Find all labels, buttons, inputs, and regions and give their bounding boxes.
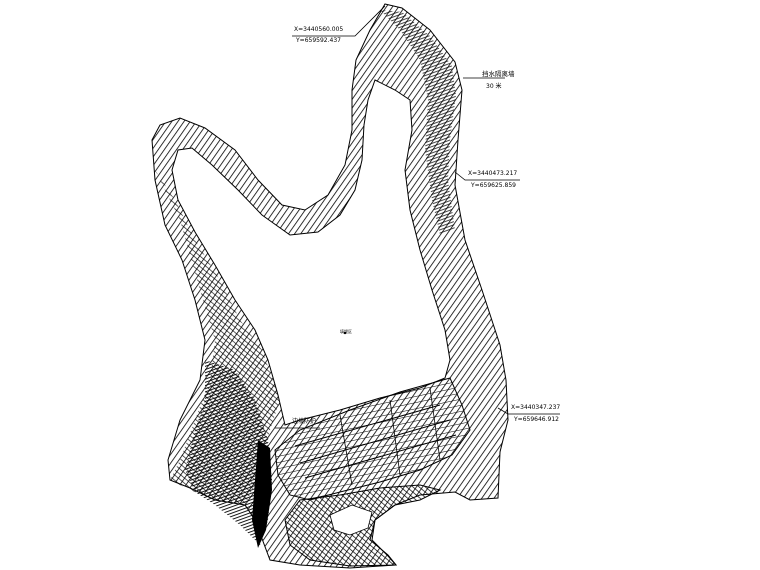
- leader-right-upper: [454, 171, 520, 181]
- leader-right-lower: [497, 407, 560, 415]
- label-slope: 边坡防护: [292, 418, 317, 425]
- landfill-basin: [171, 79, 451, 426]
- coord-right-upper-y: Y=659625.859: [471, 182, 516, 189]
- terrace-cross-lines: [339, 387, 441, 486]
- coord-right-lower-x: X=3440347.237: [511, 404, 561, 411]
- coord-right-upper-x: X=3440473.217: [468, 170, 518, 177]
- leader-top: [292, 5, 386, 37]
- label-wall-sub: 30 米: [486, 83, 502, 90]
- label-center: 填埋区: [340, 329, 352, 334]
- dense-slope-bottom-left: [185, 360, 272, 545]
- terraced-platform: [274, 377, 471, 501]
- gully: [252, 440, 272, 548]
- label-wall: 挡水隔离墙: [482, 70, 515, 78]
- bottom-white-pocket: [329, 504, 373, 536]
- dense-slope-right-ridge: [380, 10, 456, 235]
- terrace-divider: [294, 404, 457, 479]
- coord-top-y: Y=659592.437: [296, 37, 341, 44]
- coord-right-lower-y: Y=659646.912: [514, 416, 559, 423]
- coord-top-x: X=3440560.005: [294, 26, 344, 33]
- center-marker: [343, 331, 347, 335]
